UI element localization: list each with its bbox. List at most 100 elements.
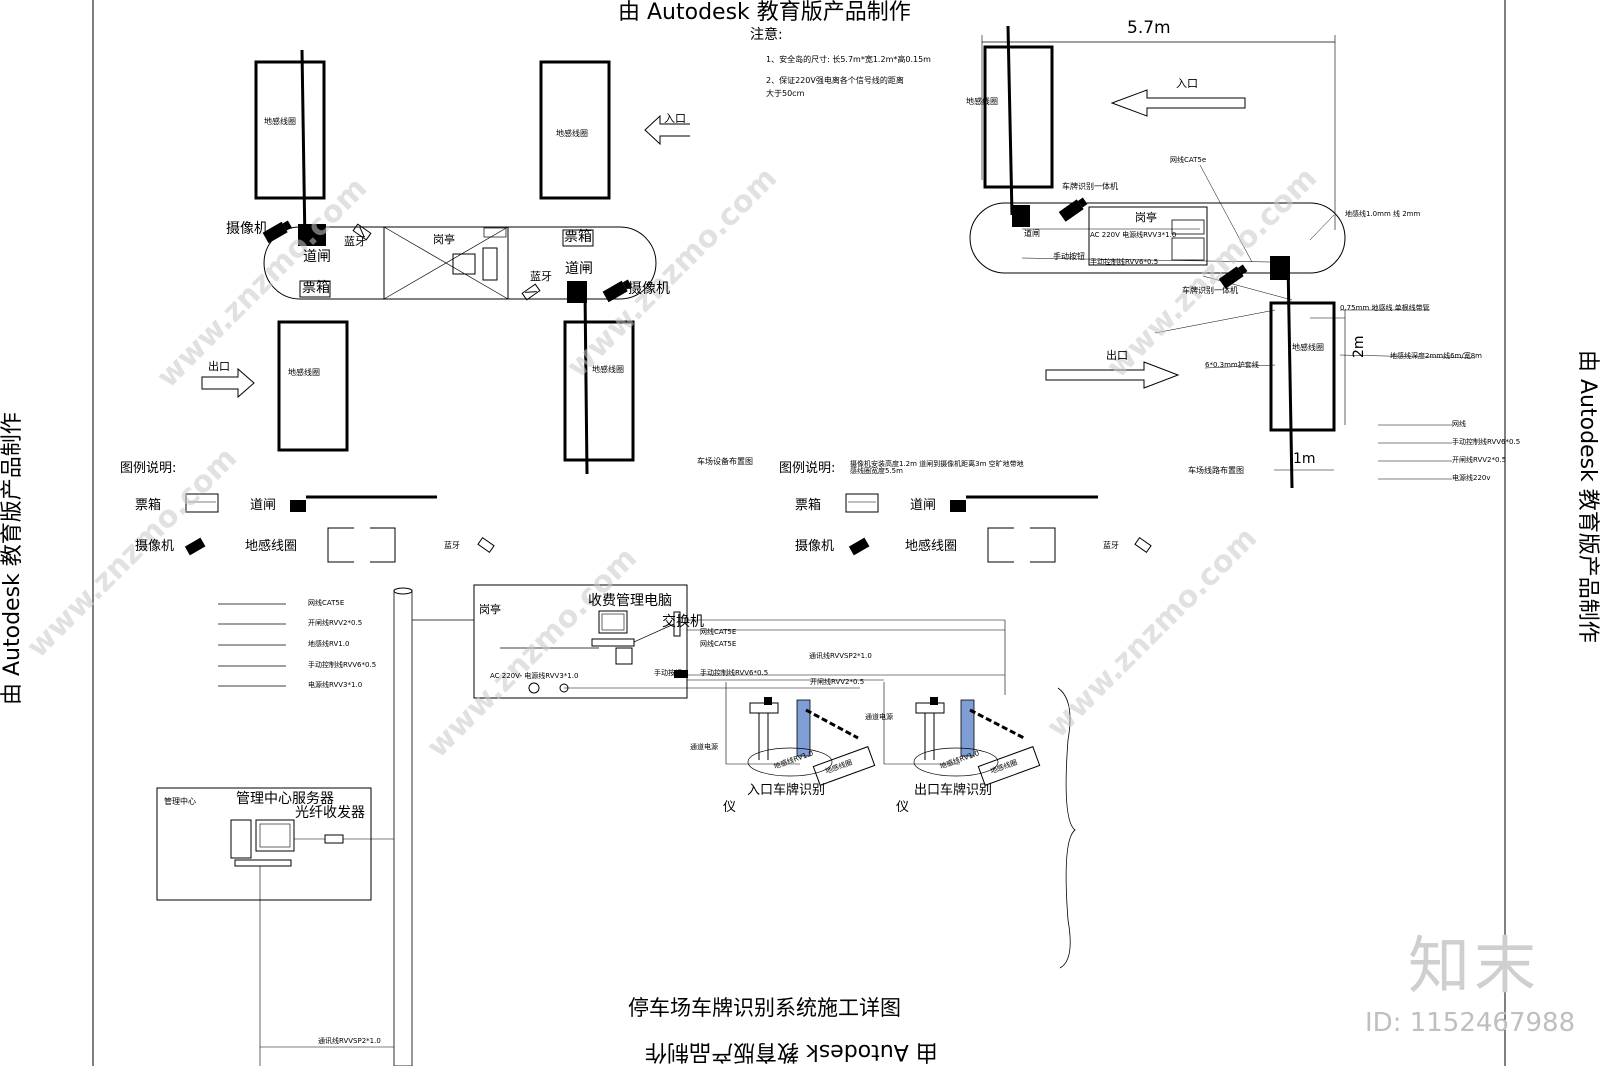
dim-1m: 1m	[1293, 451, 1316, 467]
cable-legend-item: 开闸线RVV2*0.5	[308, 619, 363, 627]
lpr-label: 车牌识别一体机	[1062, 182, 1118, 191]
loop-top-left	[254, 60, 326, 200]
booth-label: 岗亭	[1135, 211, 1157, 224]
legend-note: 摄像机安装高度1.2m 道闸到摄像机距离3m 空旷地带地感线圈宽度5.5m	[850, 460, 1024, 475]
notes-line1: 1、安全岛的尺寸: 长5.7m*宽1.2m*高0.15m	[766, 55, 931, 64]
gate-label: 道闸	[1024, 229, 1040, 238]
barrier-box-left	[298, 224, 326, 246]
booth-system-box	[473, 584, 688, 699]
image-id-label: ID: 1152467988	[1365, 1008, 1576, 1038]
legend-bluetooth: 蓝牙	[1103, 541, 1119, 550]
legend-camera: 摄像机	[795, 539, 835, 554]
manual-button-label: 手动按钮	[654, 669, 682, 677]
ticket-label: 票箱	[302, 280, 330, 296]
brace	[1057, 687, 1076, 969]
bluetooth-label: 蓝牙	[344, 235, 366, 248]
net-label: 网线CAT5E	[700, 640, 737, 648]
booth-label: 岗亭	[433, 233, 455, 246]
booth-left	[383, 226, 509, 300]
booth-right	[1088, 206, 1208, 266]
cable-legend-item: 地感线RV1.0	[308, 640, 350, 648]
net-label: 网线CAT5e	[1170, 156, 1207, 164]
safety-island-left	[263, 226, 657, 300]
fiber-label: 光纤收发器	[295, 805, 365, 821]
legend-camera: 摄像机	[135, 539, 175, 554]
legend-loop: 地感线圈	[905, 539, 958, 554]
camera-label: 摄像机	[628, 281, 670, 297]
callout: 地感线深度2mm线6m/宽8m	[1390, 352, 1482, 360]
barrier-label: 道闸	[565, 261, 593, 277]
legend-ticket: 票箱	[135, 498, 162, 513]
legend-barrier: 道闸	[250, 498, 277, 513]
safety-island-right	[969, 202, 1346, 274]
loop-bottom-right	[563, 320, 635, 462]
ticket-label: 票箱	[564, 229, 592, 245]
cable-trunk	[393, 589, 413, 1066]
loop-bottom-r	[1269, 301, 1336, 432]
edu-watermark-top: 由 Autodesk 教育版产品制作	[618, 0, 911, 25]
legend-bluetooth: 蓝牙	[444, 541, 460, 550]
legend-title: 图例说明:	[120, 461, 177, 476]
barrier-label: 道闸	[303, 249, 331, 265]
main-title: 停车场车牌识别系统施工详图	[628, 996, 901, 1020]
ticket-box-left	[299, 280, 331, 298]
server-label: 管理中心服务器	[236, 791, 334, 807]
loop-label: 地感线圈	[556, 129, 588, 138]
entry-lpr-device	[747, 697, 876, 786]
plan-title: 车场设备布置图	[697, 457, 753, 466]
callout: 手动控制线RVV6*0.5	[1452, 438, 1521, 446]
entry-label: 入口	[1176, 77, 1198, 90]
dim-length: 5.7m	[1127, 18, 1171, 38]
barrier-box-right	[567, 281, 587, 303]
system-wiring-diagram	[156, 584, 1076, 1066]
notes-title: 注意:	[750, 27, 783, 43]
loop-bottom-left	[277, 320, 349, 452]
edu-watermark-bottom: 由 Autodesk 教育版产品制作	[645, 1039, 938, 1064]
plan-title: 车场线路布置图	[1188, 466, 1244, 475]
loop-top-right	[539, 60, 611, 200]
control-note: 手动控制线RVV6*0.5	[1090, 258, 1159, 266]
power-note: AC 220V 电源线RVV3*1.0	[1090, 231, 1177, 239]
callout: 电源线220v	[1452, 474, 1491, 482]
callout: 6*0.3mm护套线	[1205, 361, 1259, 369]
comm-label: 通讯线RVVSP2*1.0	[809, 652, 872, 660]
edu-watermark-right: 由 Autodesk 教育版产品制作	[1575, 350, 1600, 643]
notes-line3: 大于50cm	[766, 89, 805, 98]
legend-loop: 地感线圈	[245, 539, 298, 554]
loop-label: 地感线圈	[264, 117, 296, 126]
cable-legend-item: 网线CAT5E	[308, 599, 345, 607]
fee-pc-label: 收费管理电脑	[588, 593, 672, 609]
edu-watermark-left: 由 Autodesk 教育版产品制作	[0, 412, 25, 705]
left-parking-plan	[201, 49, 690, 475]
dim-2m: 2m	[1351, 335, 1367, 358]
loop-label: 地感线圈	[1292, 343, 1324, 352]
entry-label: 入口	[664, 112, 686, 125]
exit-lpr-label: 出口车牌识别	[914, 783, 993, 798]
legend-ticket: 票箱	[795, 498, 822, 513]
callout: 0.75mm 地感线 单根线带管	[1340, 304, 1430, 312]
notes-line2: 2、保证220V强电离各个信号线的距离	[766, 76, 904, 85]
manual-button-label: 手动按钮	[1053, 252, 1085, 261]
manual-line-label: 手动控制线RVV6*0.5	[700, 669, 769, 677]
instrument-label: 仪	[896, 800, 910, 815]
booth-system-label: 岗亭	[479, 603, 501, 616]
gate-line-label: 开闸线RVV2*0.5	[810, 678, 865, 686]
barrier-arm-right	[583, 289, 589, 475]
center-box-label: 管理中心	[164, 797, 196, 806]
callout: 开闸线RVV2*0.5	[1452, 456, 1507, 464]
power-label: AC 220V- 电源线RVV3*1.0	[490, 672, 579, 680]
exit-lpr-device	[913, 697, 1041, 786]
instrument-label: 仪	[723, 800, 737, 815]
camera-label: 摄像机	[226, 221, 268, 237]
entry-lpr-label: 入口车牌识别	[747, 783, 826, 798]
camera-right	[602, 279, 632, 303]
power-unit-label: 通道电源	[690, 743, 718, 751]
lpr-label: 车牌识别一体机	[1182, 286, 1238, 295]
barrier-arm-left	[300, 49, 307, 246]
right-parking-plan	[969, 25, 1476, 489]
power-unit-label: 通道电源	[865, 713, 893, 721]
callout: 地感线1.0mm 线 2mm	[1345, 210, 1421, 218]
cable-legend-item: 手动控制线RVV6*0.5	[308, 661, 377, 669]
